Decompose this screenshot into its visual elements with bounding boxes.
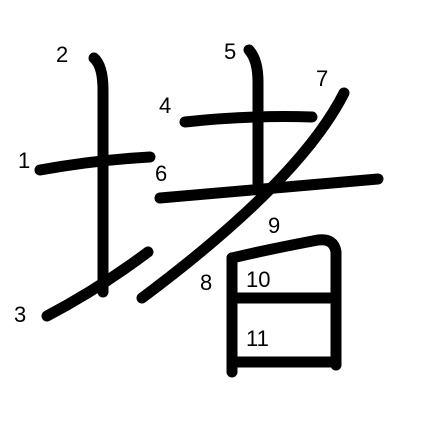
stroke-9-box-top-right [226,234,342,371]
stroke-2-vertical [88,52,109,298]
stroke-number-5: 5 [224,39,236,64]
stroke-7-diagonal-sweep [136,87,350,304]
stroke-3-rising [41,246,154,322]
stroke-1-horizontal [34,151,156,176]
stroke-number-11: 11 [246,326,269,351]
stroke-number-3: 3 [14,302,26,327]
stroke-number-1: 1 [18,148,30,173]
stroke-number-8: 8 [200,270,212,295]
stroke-4-horizontal [179,111,318,128]
stroke-number-9: 9 [268,213,280,238]
stroke-number-2: 2 [56,42,68,67]
stroke-number-4: 4 [159,93,171,118]
stroke-5-vertical [243,44,264,196]
stroke-number-7: 7 [316,66,328,91]
stroke-number-6: 6 [155,161,167,186]
stroke-number-10: 10 [246,267,270,292]
